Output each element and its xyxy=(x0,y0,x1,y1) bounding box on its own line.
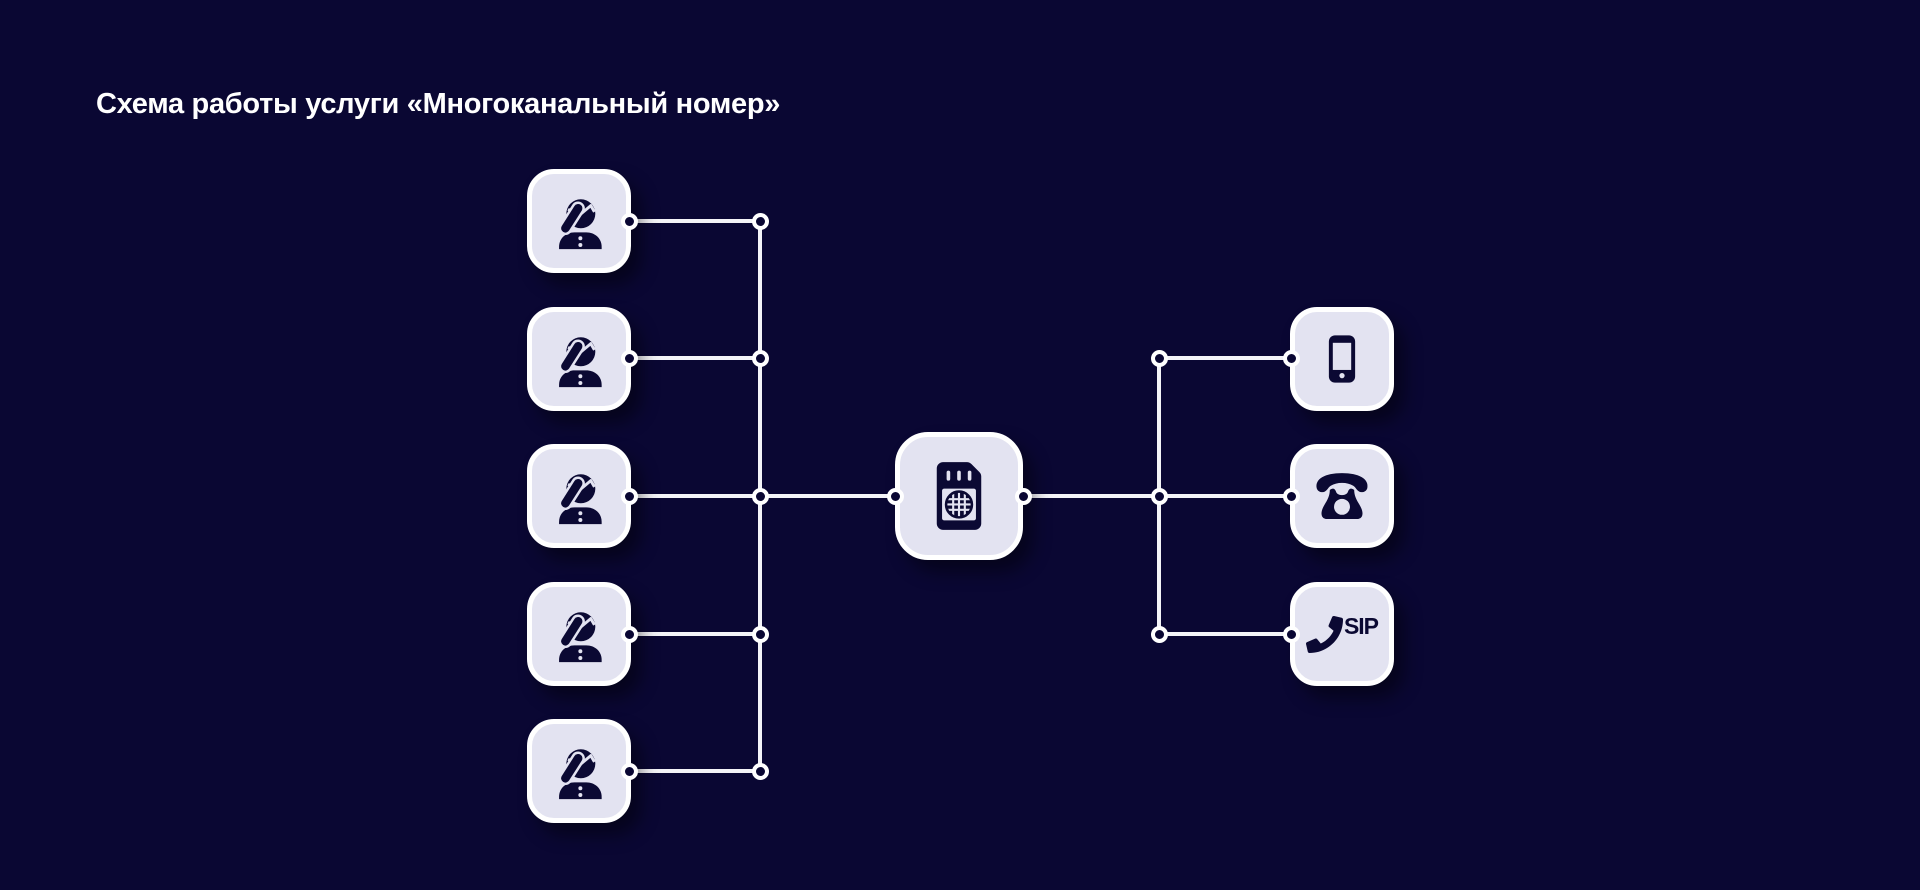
junction-dot xyxy=(751,762,769,780)
connector-line xyxy=(629,356,760,360)
junction-dot xyxy=(1150,487,1168,505)
sim-node xyxy=(895,432,1023,560)
operator-node-2 xyxy=(527,307,631,411)
connector-dot xyxy=(620,349,638,367)
operator-icon xyxy=(558,749,602,800)
operator-node-4 xyxy=(527,582,631,686)
sip-handset-icon xyxy=(1305,615,1343,653)
connector-dot xyxy=(1282,625,1300,643)
connector-line xyxy=(1159,632,1291,636)
desk-phone-icon xyxy=(1316,472,1368,519)
smartphone-icon xyxy=(1328,335,1356,383)
smartphone-node xyxy=(1290,307,1394,411)
connector-dot xyxy=(620,487,638,505)
junction-dot xyxy=(1150,625,1168,643)
operator-icon xyxy=(558,474,602,525)
operator-icon xyxy=(558,337,602,388)
page-title: Схема работы услуги «Многоканальный номе… xyxy=(96,88,781,120)
connector-dot xyxy=(620,625,638,643)
sim-card-icon xyxy=(936,462,982,530)
operator-icon xyxy=(558,199,602,250)
junction-dot xyxy=(751,212,769,230)
connector-line xyxy=(629,219,760,223)
sip-label: SIP xyxy=(1343,612,1379,639)
operator-node-5 xyxy=(527,719,631,823)
junction-dot xyxy=(751,625,769,643)
connector-dot xyxy=(1014,487,1032,505)
connector-line xyxy=(629,769,760,773)
connector-dot xyxy=(620,762,638,780)
desk-phone-node xyxy=(1290,444,1394,548)
connector-line xyxy=(629,632,760,636)
operator-node-3 xyxy=(527,444,631,548)
junction-dot xyxy=(751,349,769,367)
connector-line xyxy=(1159,356,1291,360)
sip-icon-group: SIP xyxy=(1305,612,1379,656)
junction-dot xyxy=(1150,349,1168,367)
junction-dot xyxy=(751,487,769,505)
connector-dot xyxy=(1282,487,1300,505)
connector-dot xyxy=(1282,349,1300,367)
connector-dot xyxy=(620,212,638,230)
sip-phone-node: SIP xyxy=(1290,582,1394,686)
operator-icon xyxy=(558,612,602,663)
operator-node-1 xyxy=(527,169,631,273)
connector-dot xyxy=(886,487,904,505)
